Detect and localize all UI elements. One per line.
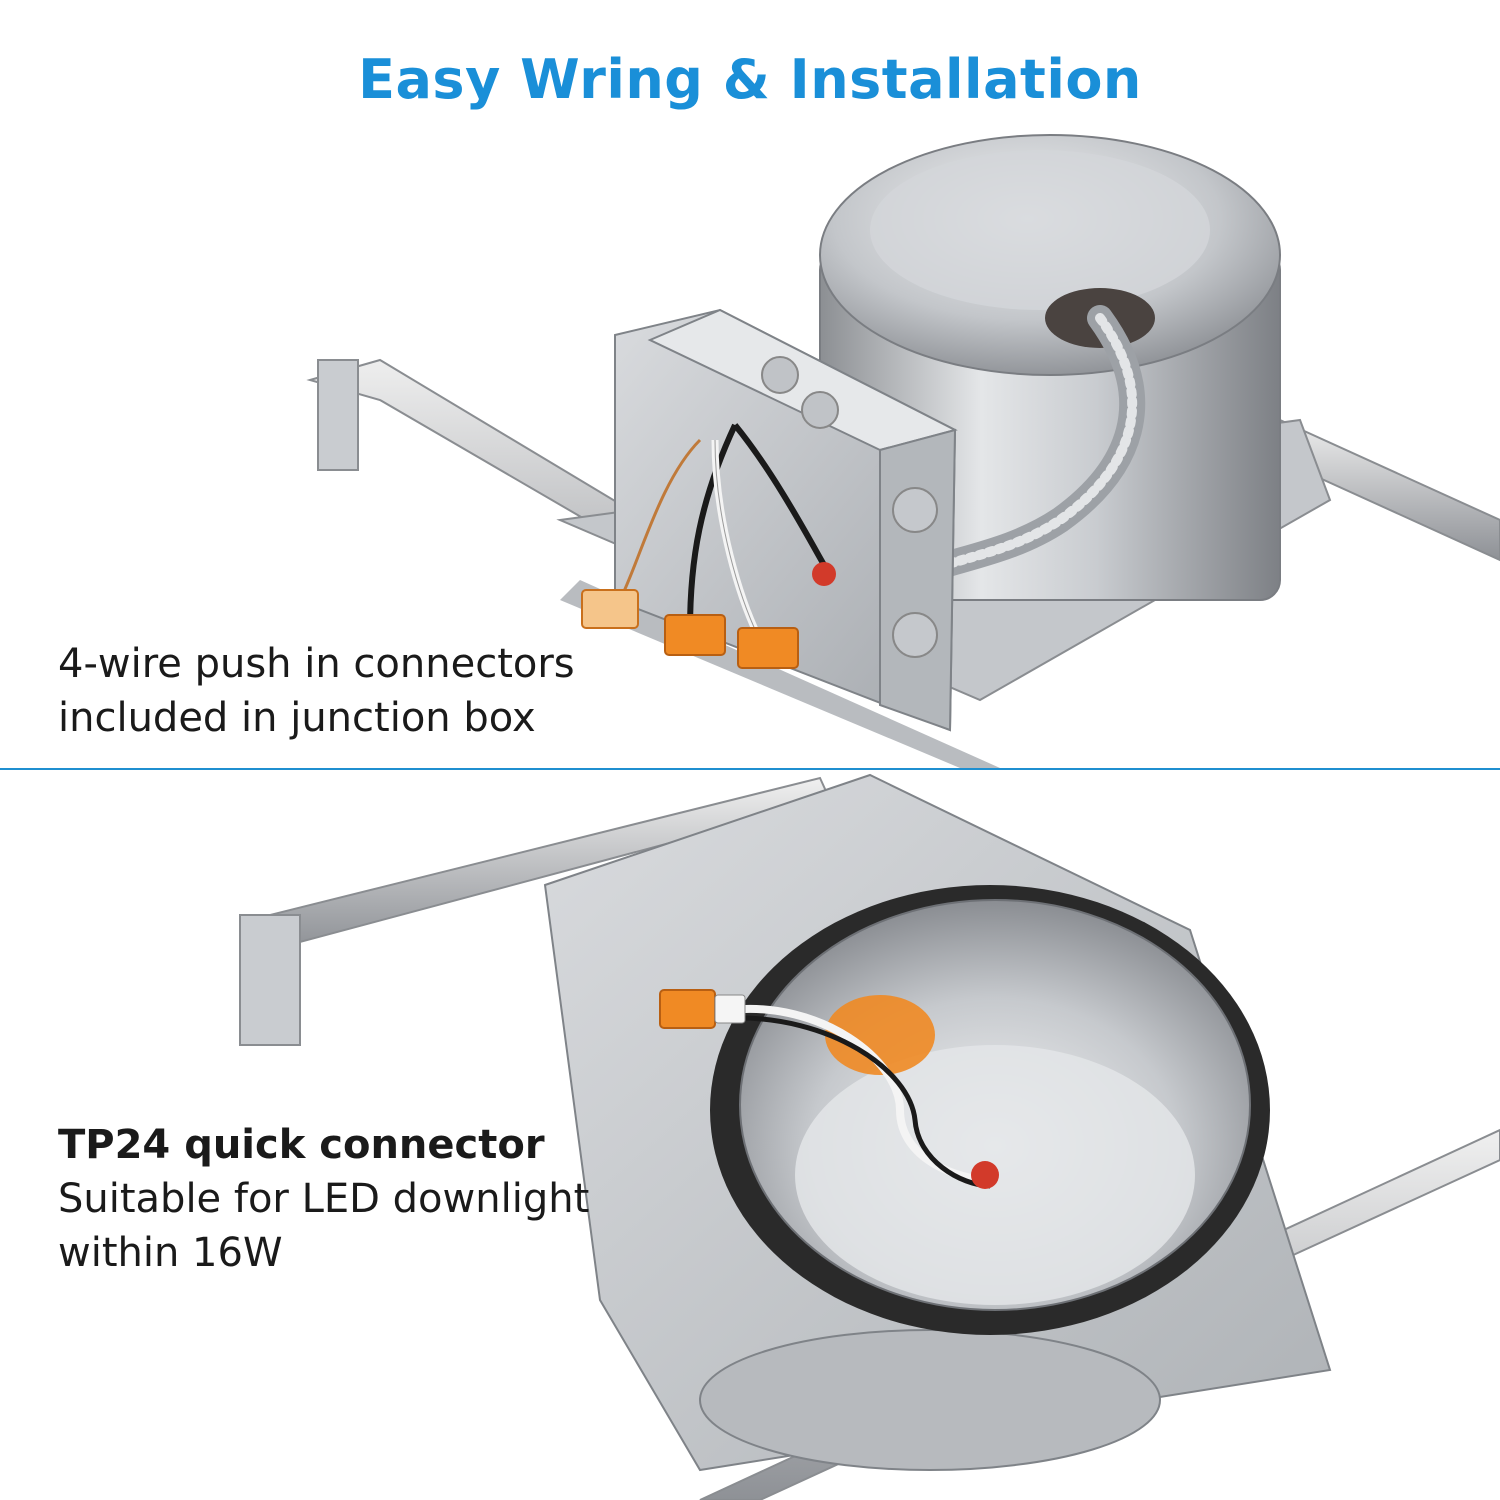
push-in-connector-icon xyxy=(581,589,799,669)
section-divider xyxy=(0,768,1500,770)
caption-line: included in junction box xyxy=(58,695,536,741)
caption-line: within 16W xyxy=(58,1230,283,1276)
caption-heading: TP24 quick connector xyxy=(58,1122,545,1168)
caption-line: Suitable for LED downlight xyxy=(58,1176,590,1222)
page-title: Easy Wring & Installation xyxy=(358,48,1142,111)
caption-line: 4-wire push in connectors xyxy=(58,641,575,687)
recessed-housing-junction-box-image xyxy=(306,134,1500,768)
top-caption: 4-wire push in connectors included in ju… xyxy=(58,637,575,745)
tp24-connector-icon xyxy=(659,989,746,1029)
bottom-caption: TP24 quick connector Suitable for LED do… xyxy=(58,1118,589,1280)
